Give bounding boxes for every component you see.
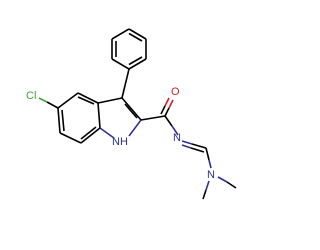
bond-c5-cl-colored (38, 97, 48, 103)
bond-carbonyl-n-colored (171, 125, 179, 136)
bond-ch-n-colored (208, 159, 212, 169)
bond (99, 127, 115, 139)
phenyl-ring (111, 28, 147, 70)
double-bond-inner (77, 96, 95, 105)
imine-n-label: N (173, 132, 181, 144)
bond (128, 119, 142, 137)
double-bond-inner (128, 32, 143, 42)
bond-n-methyl-down (205, 180, 210, 191)
bond-n-methyl-right-2 (226, 181, 237, 189)
bond-c5-cl (46, 101, 59, 109)
chemical-structure-diagram: Cl O NH N N (26, 28, 237, 200)
bond (77, 92, 99, 104)
bond (121, 97, 142, 121)
bond-n-ch-2 (191, 143, 207, 149)
amine-n-label: N (207, 169, 215, 181)
oxygen-label: O (171, 86, 180, 98)
indole-nh-label: NH (112, 136, 128, 148)
bond-co (164, 107, 170, 117)
benzo-ring (57, 92, 101, 144)
bond (111, 58, 130, 70)
bond (128, 58, 147, 70)
bond-n-ch (181, 140, 193, 145)
bond (57, 92, 79, 109)
bond-phenyl-c3 (121, 68, 130, 99)
bond-n-ch-double-2 (190, 147, 205, 153)
double-bond-inner (61, 109, 65, 132)
bond (97, 97, 123, 104)
pyrrole-ring (97, 97, 142, 139)
bond-c2-carbonyl (140, 115, 166, 121)
bond-co-colored (168, 99, 174, 109)
double-bond-inner (124, 103, 138, 119)
bond (59, 132, 82, 144)
bond-n-methyl-down-2 (202, 189, 207, 200)
bond-carbonyl-n (164, 115, 173, 127)
bond (80, 127, 101, 144)
bond (97, 102, 101, 129)
bond (57, 107, 61, 134)
bond-n-methyl-right (217, 176, 228, 183)
chlorine-label: Cl (26, 90, 36, 102)
bond-n-ch-double (181, 144, 192, 149)
bond-ch-n (205, 147, 210, 161)
double-bond-inner (80, 126, 97, 140)
bond (128, 28, 147, 40)
bond-co-double (160, 105, 166, 115)
double-bond-inner (128, 56, 143, 66)
bond (111, 28, 130, 40)
bond-co-double-colored (164, 97, 170, 107)
